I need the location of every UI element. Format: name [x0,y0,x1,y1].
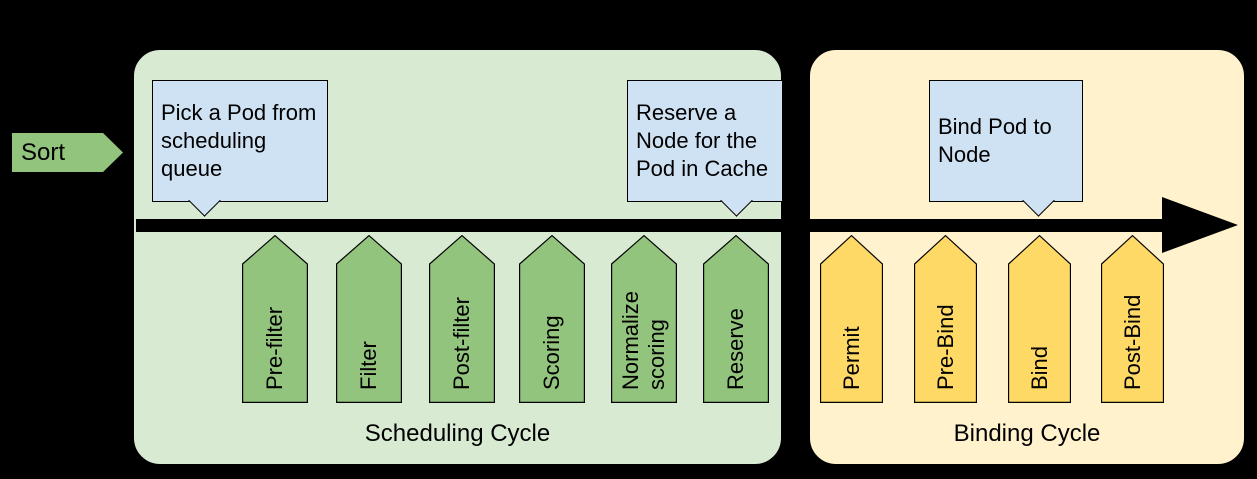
step-label: Post-Bind [1119,294,1145,390]
pentagon-arrow-icon [611,235,677,403]
pentagon-arrow-icon [519,235,585,403]
pentagon-arrow-icon [1008,235,1071,403]
step-arrow-scoring: Scoring [519,235,585,403]
step-arrow-permit: Permit [820,235,883,403]
callout-bind-pod: Bind Pod to Node [929,80,1083,217]
step-label: Post-filter [449,297,474,390]
step-label: Pre-filter [262,306,287,390]
step-arrow-post-bind: Post-Bind [1101,235,1164,403]
step-label: Scoring [539,315,564,390]
sort-step-arrow: Sort [12,133,123,172]
step-label: Pre-Bind [932,304,958,390]
binding-cycle-label: Binding Cycle [953,420,1101,447]
sort-label: Sort [21,139,66,166]
pentagon-arrow-icon [336,235,402,403]
step-arrow-reserve: Reserve [703,235,769,403]
callout-reserve-node-text: Reserve a Node for the Pod in Cache [636,100,769,181]
pentagon-arrow-icon [429,235,495,403]
pentagon-arrow-icon [242,235,308,403]
pentagon-arrow-icon [820,235,883,403]
step-arrow-pre-bind: Pre-Bind [914,235,977,403]
callout-bind-pod-text: Bind Pod to Node [938,114,1052,167]
callout-pick-pod: Pick a Pod from scheduling queue [152,80,328,217]
pentagon-arrow-icon [914,235,977,403]
step-label: Filter [356,341,381,390]
step-label: Permit [838,326,864,390]
step-arrow-filter: Filter [336,235,402,403]
step-label: Reserve [723,308,748,390]
pentagon-arrow-icon [703,235,769,403]
step-label: Normalize scoring [618,290,669,390]
step-label: Bind [1026,345,1052,390]
step-arrow-bind: Bind [1008,235,1071,403]
callout-pick-pod-text: Pick a Pod from scheduling queue [161,100,317,181]
callout-reserve-node: Reserve a Node for the Pod in Cache [627,80,783,217]
step-arrow-normalize-scoring: Normalize scoring [611,235,677,403]
step-arrow-post-filter: Post-filter [429,235,495,403]
timeline-arrow-line [136,219,1170,232]
step-arrow-pre-filter: Pre-filter [242,235,308,403]
scheduling-cycle-label: Scheduling Cycle [364,420,551,447]
pentagon-arrow-icon [1101,235,1164,403]
